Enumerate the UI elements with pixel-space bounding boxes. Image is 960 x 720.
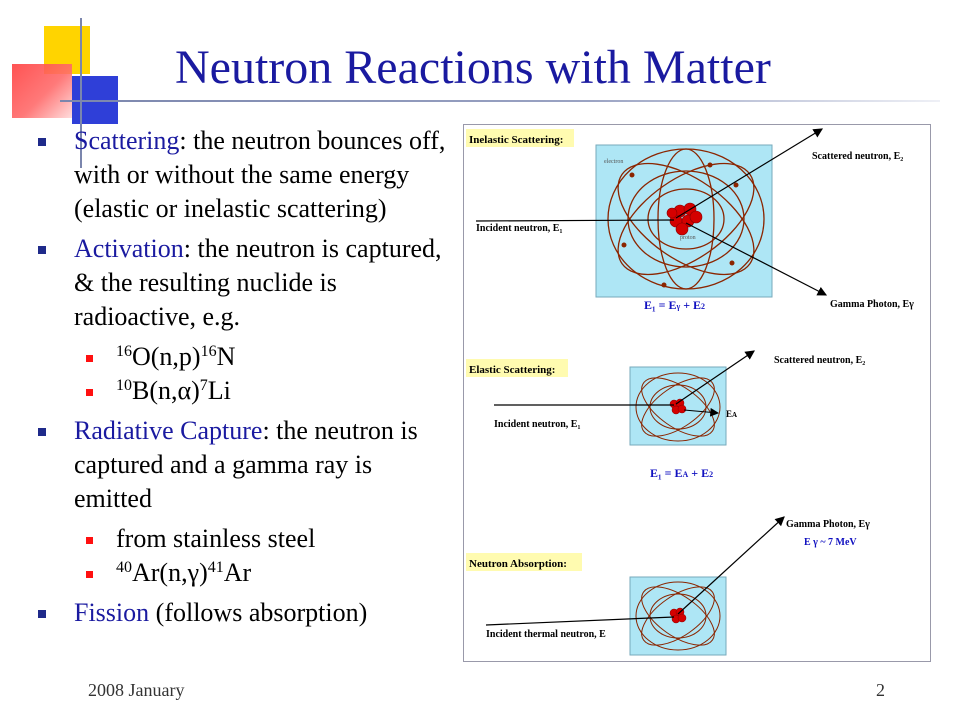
elastic-incident-label: Incident neutron, E₁ <box>494 419 580 430</box>
bullet-text: : the neutron bounces off, with or witho… <box>74 126 446 223</box>
neutron-reactions-figure: Inelastic Scattering: electron proton In… <box>463 124 931 662</box>
inelastic-electrons <box>621 162 739 288</box>
inelastic-incident-label: Incident neutron, E₁ <box>476 223 562 234</box>
gamma-photon-arrow <box>685 222 828 296</box>
bullet-key: Activation <box>74 234 184 263</box>
elastic-equation: E₁ = EA + E2 <box>650 466 713 480</box>
inelastic-equation: E₁ = Eγ + E2 <box>644 298 705 312</box>
page-number: 2 <box>876 680 885 700</box>
decor-red-square <box>12 64 72 118</box>
elastic-scattered-label: Scattered neutron, E₂ <box>774 355 865 366</box>
bullet-radiative-capture: Radiative Capture: the neutron is captur… <box>36 414 456 516</box>
absorption-incident-label: Incident thermal neutron, E <box>486 629 606 640</box>
elastic-orbits <box>635 372 721 442</box>
absorption-incident-arrow <box>485 616 675 626</box>
recoil-energy-label: EA <box>726 409 737 419</box>
decor-vertical-line <box>80 18 82 168</box>
inelastic-panel: Inelastic Scattering: electron proton In… <box>466 128 914 312</box>
absorption-energy-label: E γ ~ 7 MeV <box>804 537 857 548</box>
bullet-fission: Fission (follows absorption) <box>36 596 456 630</box>
bullet-key: Scattering <box>74 126 180 155</box>
svg-text:electron: electron <box>604 159 623 165</box>
inelastic-gamma-label: Gamma Photon, Eγ <box>830 299 914 310</box>
inelastic-scattered-label: Scattered neutron, E₂ <box>812 151 903 162</box>
bullet-key: Radiative Capture <box>74 416 263 445</box>
elastic-label: Elastic Scattering: <box>469 364 555 376</box>
absorption-panel: Neutron Absorption: Incident thermal neu… <box>466 516 870 656</box>
bullet-activation: Activation: the neutron is captured, & t… <box>36 232 456 334</box>
absorption-label: Neutron Absorption: <box>469 558 567 570</box>
recoil-nucleus-arrow <box>683 407 720 417</box>
elastic-nucleus <box>669 398 687 415</box>
sub-bullet-steel: from stainless steel <box>36 522 456 556</box>
slide-title: Neutron Reactions with Matter <box>175 41 771 94</box>
absorption-gamma-label: Gamma Photon, Eγ <box>786 519 870 530</box>
sub-bullet-argon: 40Ar(n,γ)41Ar <box>36 556 456 590</box>
inelastic-label: Inelastic Scattering: <box>469 134 563 146</box>
bullet-text: : the neutron is captured, & the resulti… <box>74 234 442 331</box>
absorption-orbits <box>635 581 721 651</box>
bullet-scattering: Scattering: the neutron bounces off, wit… <box>36 124 456 226</box>
bullet-key: Fission <box>74 598 150 627</box>
bullet-text: (follows absorption) <box>149 598 368 627</box>
svg-text:proton: proton <box>680 235 696 241</box>
bullet-text: : the neutron is captured and a gamma ra… <box>74 416 418 513</box>
sub-bullet-boron: 10B(n,α)7Li <box>36 374 456 408</box>
inelastic-orbits <box>607 148 765 290</box>
elastic-panel: Elastic Scattering: Incident neutron, E₁… <box>466 350 865 480</box>
title-underline <box>60 100 940 102</box>
footer-date: 2008 January <box>88 680 185 700</box>
absorption-nucleus <box>669 607 687 624</box>
sub-bullet-oxygen: 16O(n,p)16N <box>36 340 456 374</box>
incident-neutron-arrow <box>475 219 675 222</box>
bullet-list: Scattering: the neutron bounces off, wit… <box>36 124 456 636</box>
absorption-gamma-arrow <box>677 516 785 615</box>
scattered-neutron-arrow <box>675 128 824 219</box>
elastic-scattered-arrow <box>675 350 755 405</box>
